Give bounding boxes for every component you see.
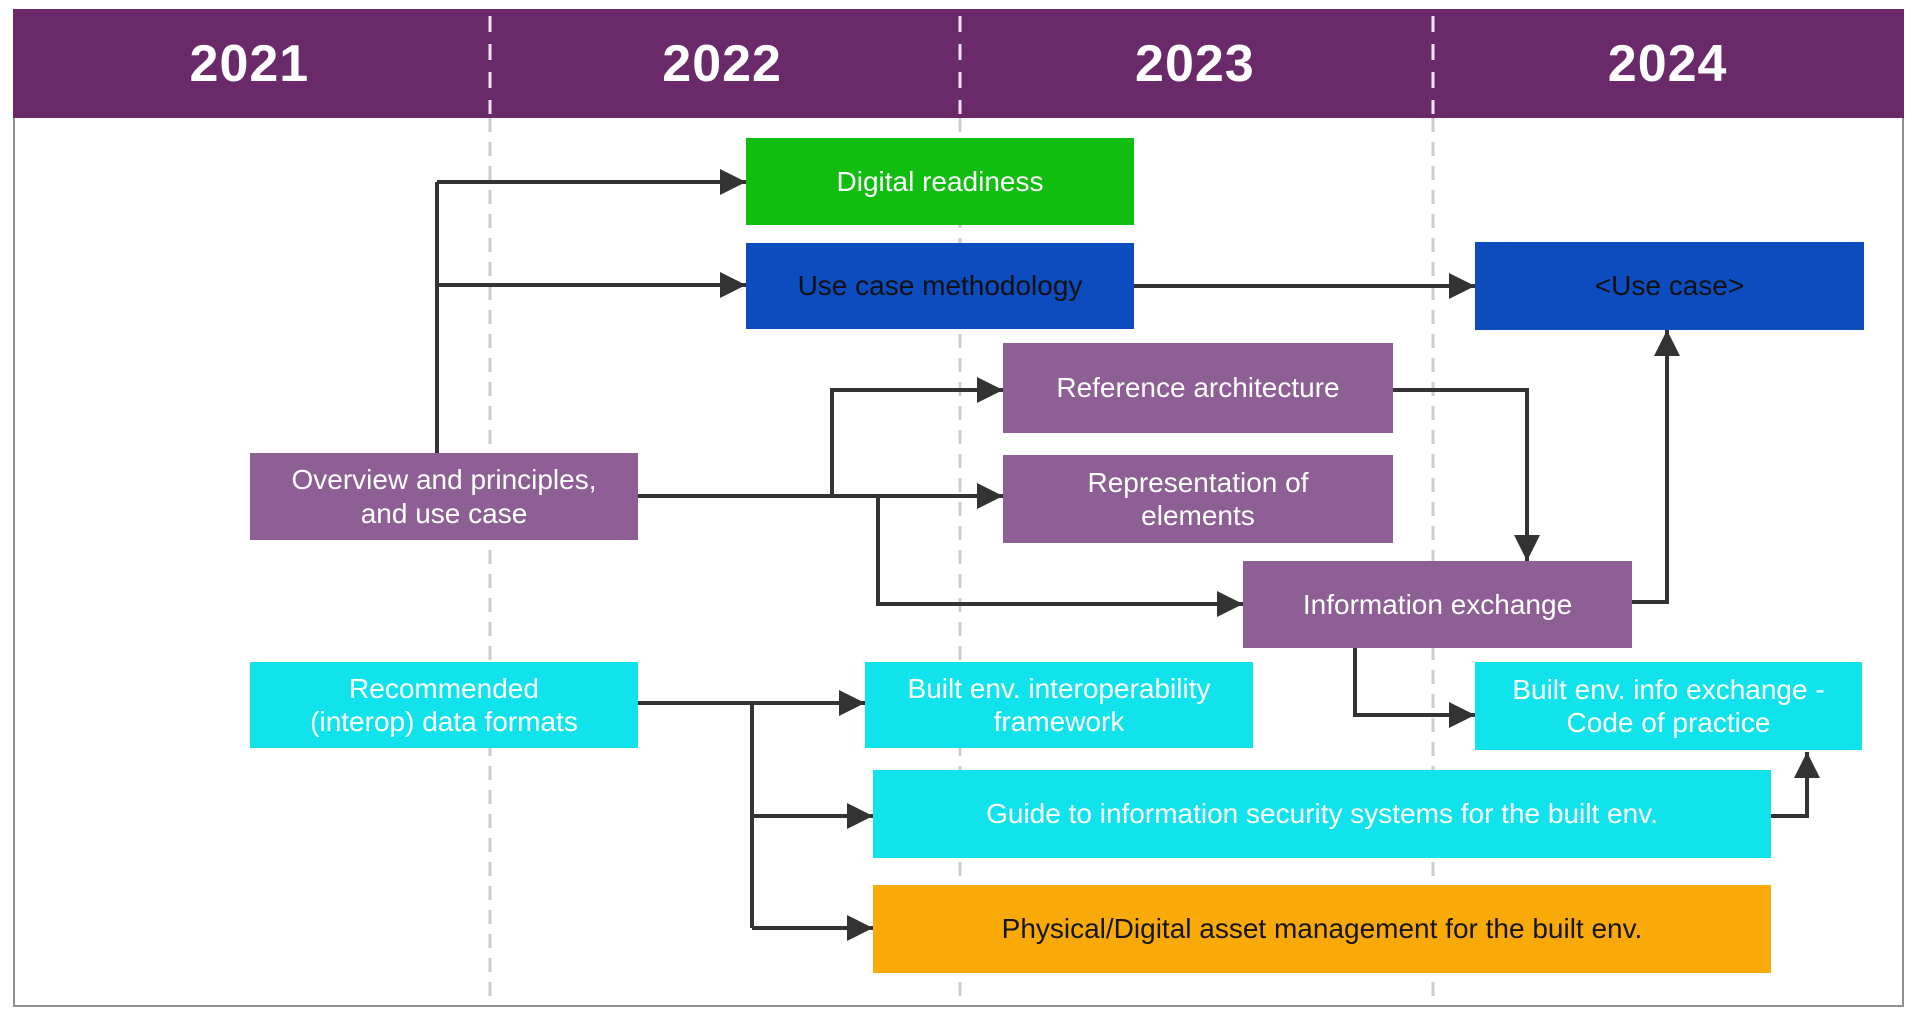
year-2021: 2021 xyxy=(189,34,310,93)
node-reference-architecture: Reference architecture xyxy=(1003,343,1393,433)
node-use-case: <Use case> xyxy=(1475,242,1864,330)
node-label: <Use case> xyxy=(1594,270,1745,302)
node-use-case-methodology: Use case methodology xyxy=(746,243,1134,329)
node-representation-of-elements: Representation of elements xyxy=(1003,455,1393,543)
node-label: Built env. interoperability framework xyxy=(907,672,1211,737)
year-2023: 2023 xyxy=(1135,34,1255,93)
node-recommended-data-formats: Recommended (interop) data formats xyxy=(250,662,638,748)
node-overview-and-principles: Overview and principles, and use case xyxy=(250,453,638,540)
node-label: Digital readiness xyxy=(836,165,1044,197)
year-2022: 2022 xyxy=(662,34,782,93)
node-label: Overview and principles, and use case xyxy=(291,464,597,529)
node-built-env-info-exchange-code-of-practice: Built env. info exchange - Code of pract… xyxy=(1475,662,1862,750)
node-label: Reference architecture xyxy=(1056,372,1340,404)
node-guide-information-security: Guide to information security systems fo… xyxy=(873,770,1771,858)
node-information-exchange: Information exchange xyxy=(1243,561,1632,648)
node-built-env-interoperability-framework: Built env. interoperability framework xyxy=(865,662,1253,748)
timeline-header: 2021 2022 2023 2024 xyxy=(13,9,1904,118)
node-label: Use case methodology xyxy=(797,270,1083,302)
year-2024: 2024 xyxy=(1607,34,1728,93)
node-digital-readiness: Digital readiness xyxy=(746,138,1134,225)
node-label: Representation of elements xyxy=(1087,466,1309,531)
node-label: Built env. info exchange - Code of pract… xyxy=(1512,673,1825,738)
node-physical-digital-asset-management: Physical/Digital asset management for th… xyxy=(873,885,1771,973)
node-label: Recommended (interop) data formats xyxy=(310,672,578,737)
node-label: Physical/Digital asset management for th… xyxy=(1001,913,1643,945)
node-label: Information exchange xyxy=(1302,588,1573,620)
node-label: Guide to information security systems fo… xyxy=(986,798,1658,830)
